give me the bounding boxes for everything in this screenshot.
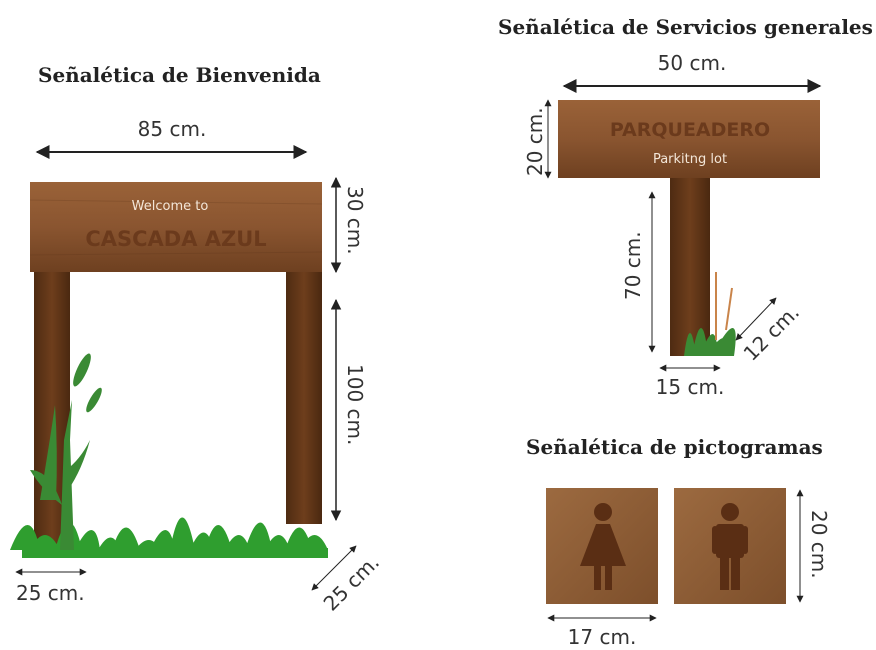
services-depth-line (735, 297, 777, 341)
reed (725, 287, 733, 331)
services-big-text: PARQUEADERO (610, 119, 770, 141)
welcome-big-text: CASCADA AZUL (85, 227, 266, 251)
man-icon (712, 503, 748, 590)
services-title: Señalética de Servicios generales (498, 15, 873, 39)
services-post-height-label: 70 cm. (621, 231, 645, 300)
welcome-depth-label: 25 cm. (319, 550, 385, 616)
depth-line (311, 545, 357, 591)
pictograms-title: Señalética de pictogramas (526, 435, 823, 459)
services-width-label: 50 cm. (658, 51, 727, 75)
services-board-height-label: 20 cm. (523, 107, 547, 176)
services-small-text: Parkitng lot (653, 152, 727, 167)
welcome-board-height-label: 30 cm. (343, 186, 367, 255)
welcome-post-height-label: 100 cm. (343, 364, 367, 445)
grass-illustration (10, 353, 328, 558)
welcome-small-text: Welcome to (132, 199, 209, 214)
services-board (558, 100, 820, 178)
services-depth-label: 12 cm. (739, 300, 805, 366)
welcome-width-label: 85 cm. (138, 117, 207, 141)
welcome-section: Señalética de Bienvenida 85 cm. Welcome … (10, 63, 384, 616)
pictogram-width-label: 17 cm. (568, 625, 637, 649)
services-post-width-label: 15 cm. (656, 375, 725, 399)
services-section: Señalética de Servicios generales 50 cm.… (498, 15, 873, 399)
welcome-post-width-label: 25 cm. (16, 581, 85, 605)
woman-icon (580, 503, 626, 590)
services-grass (684, 328, 736, 356)
services-post (670, 178, 710, 356)
welcome-board (30, 182, 322, 272)
right-post (286, 272, 322, 524)
pictograms-section: Señalética de pictogramas 17 cm. 20 cm. (526, 435, 831, 649)
welcome-title: Señalética de Bienvenida (38, 63, 321, 87)
pictogram-height-label: 20 cm. (807, 510, 831, 579)
